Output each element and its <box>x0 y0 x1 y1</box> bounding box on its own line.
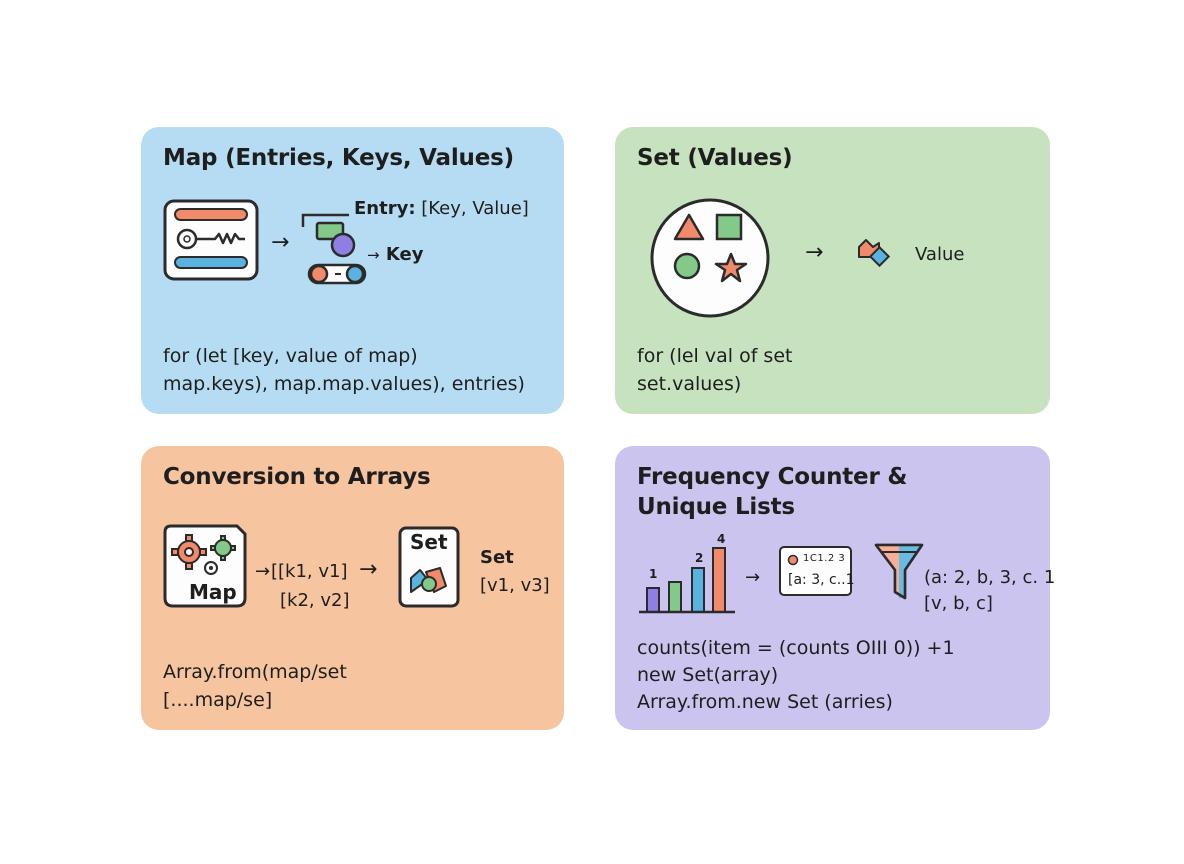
frequency-code-line-3: Array.from.new Set (arries) <box>637 691 893 713</box>
value-shapes-icon <box>858 239 891 268</box>
key-card-icon <box>163 199 259 281</box>
set-label: Set <box>480 547 514 568</box>
conversion-arrow-2: → <box>359 557 378 582</box>
bar-label-1: 1 <box>649 567 658 581</box>
set-arrow: → <box>805 240 824 265</box>
map-code-line-2: map.keys), map.map.values), entries) <box>163 373 525 395</box>
frequency-arrow: → <box>745 567 761 588</box>
entry-key-icon <box>301 213 367 285</box>
result-counts: (a: 2, b, 3, c. 1 <box>924 567 1056 588</box>
set-code-line-1: for (lel val of set <box>637 345 793 367</box>
shapes-circle-icon <box>650 198 770 318</box>
frequency-code-line-2: new Set(array) <box>637 664 779 686</box>
conversion-arrow-1: → <box>255 561 271 582</box>
frequency-card-title-line-2: Unique Lists <box>637 494 795 520</box>
conversion-card-title: Conversion to Arrays <box>163 464 431 490</box>
set-badge: Set <box>410 530 448 554</box>
key-label: → Key <box>367 244 424 265</box>
pair-line-1: [[k1, v1] <box>271 561 348 582</box>
conversion-code-line-2: [....map/se] <box>163 689 273 711</box>
set-card: Set (Values) → Value for (lel val of set… <box>615 127 1050 414</box>
counter-dot-icon <box>787 554 799 566</box>
set-card-icon <box>398 526 460 608</box>
counter-value: [a: 3, c..1 <box>788 572 855 588</box>
bar-label-3: 4 <box>717 532 726 546</box>
set-code-line-2: set.values) <box>637 373 742 395</box>
frequency-card-title-line-1: Frequency Counter & <box>637 464 908 490</box>
set-card-title: Set (Values) <box>637 145 793 171</box>
set-values: [v1, v3] <box>480 575 550 596</box>
map-card: Map (Entries, Keys, Values) → Entry: [Ke… <box>141 127 564 414</box>
bar-label-2: 2 <box>695 551 704 565</box>
result-unique: [v, b, c] <box>924 593 993 614</box>
frequency-card: Frequency Counter & Unique Lists 1 2 4 →… <box>615 446 1055 730</box>
frequency-code-line-1: counts(item = (counts OIII 0)) +1 <box>637 637 955 659</box>
entry-label: Entry: [Key, Value] <box>354 198 529 219</box>
bar-chart-icon <box>639 547 735 614</box>
map-arrow-1: → <box>271 230 290 255</box>
map-badge: Map <box>189 580 237 604</box>
conversion-card: Conversion to Arrays Map → [[k1, v1] [k2… <box>141 446 564 730</box>
map-card-title: Map (Entries, Keys, Values) <box>163 145 514 171</box>
map-gears-icon <box>163 524 247 608</box>
filter-funnel-icon <box>874 543 924 600</box>
value-label: Value <box>915 244 965 265</box>
counter-header: 1C1.2 3 <box>803 553 846 564</box>
pair-line-2: [k2, v2] <box>280 590 350 611</box>
conversion-code-line-1: Array.from(map/set <box>163 661 347 683</box>
counter-card-icon: 1C1.2 3 [a: 3, c..1 <box>779 546 855 596</box>
map-code-line-1: for (let [key, value of map) <box>163 345 418 367</box>
